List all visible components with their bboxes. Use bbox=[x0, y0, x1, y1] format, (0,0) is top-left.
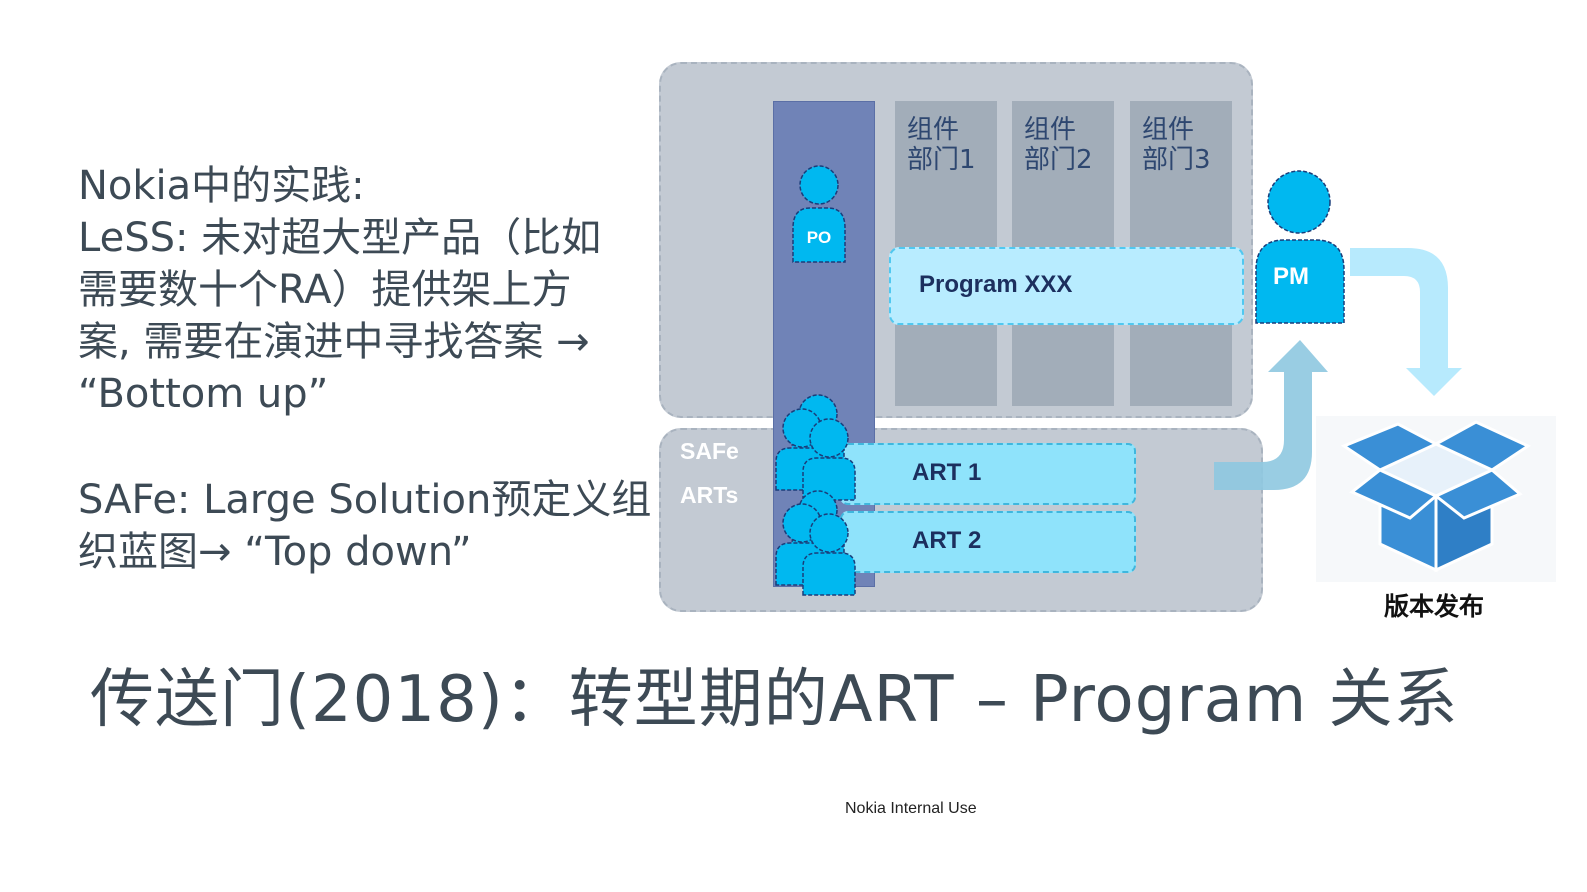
arts-to-pm-arrow-icon bbox=[1214, 340, 1328, 490]
text-line: “Bottom up” bbox=[78, 371, 329, 417]
art2-team-icon bbox=[775, 490, 856, 596]
text-line: Nokia中的实践: bbox=[78, 163, 365, 209]
safe-practice-text: SAFe: Large Solution预定义组 织蓝图→ “Top down” bbox=[78, 474, 652, 578]
program-label: Program XXX bbox=[919, 271, 1073, 298]
art2-label: ART 2 bbox=[912, 527, 982, 554]
art1-team-icon bbox=[775, 394, 856, 501]
text-line: SAFe: Large Solution预定义组 bbox=[78, 477, 652, 523]
pm-label: PM bbox=[1273, 263, 1309, 290]
po-label: PO bbox=[807, 228, 832, 247]
department-label: 组件 部门1 bbox=[907, 115, 976, 175]
text-line: LeSS: 未对超大型产品（比如 bbox=[78, 215, 602, 261]
release-box-icon bbox=[1316, 416, 1556, 582]
text-line: 案, 需要在演进中寻找答案 → bbox=[78, 319, 590, 365]
art2-box: ART 2 bbox=[840, 511, 1136, 573]
page-title: 传送门(2018)：转型期的ART – Program 关系 bbox=[90, 663, 1459, 737]
po-person-icon bbox=[792, 165, 846, 263]
pm-person-icon bbox=[1255, 170, 1345, 324]
safe-label: SAFe bbox=[680, 438, 739, 464]
department-label: 组件 部门2 bbox=[1024, 115, 1093, 175]
arts-label: ARTs bbox=[680, 482, 739, 508]
release-label: 版本发布 bbox=[1384, 592, 1485, 621]
less-practice-text: Nokia中的实践: LeSS: 未对超大型产品（比如 需要数十个RA）提供架上… bbox=[78, 160, 638, 420]
art1-box: ART 1 bbox=[840, 443, 1136, 505]
text-line: 需要数十个RA）提供架上方 bbox=[78, 267, 572, 313]
program-box: Program XXX bbox=[889, 247, 1244, 325]
pm-to-release-arrow-icon bbox=[1350, 248, 1462, 396]
footer-label: Nokia Internal Use bbox=[845, 800, 977, 817]
department-label: 组件 部门3 bbox=[1142, 115, 1211, 175]
text-line: 织蓝图→ “Top down” bbox=[78, 529, 472, 575]
art1-label: ART 1 bbox=[912, 459, 982, 486]
